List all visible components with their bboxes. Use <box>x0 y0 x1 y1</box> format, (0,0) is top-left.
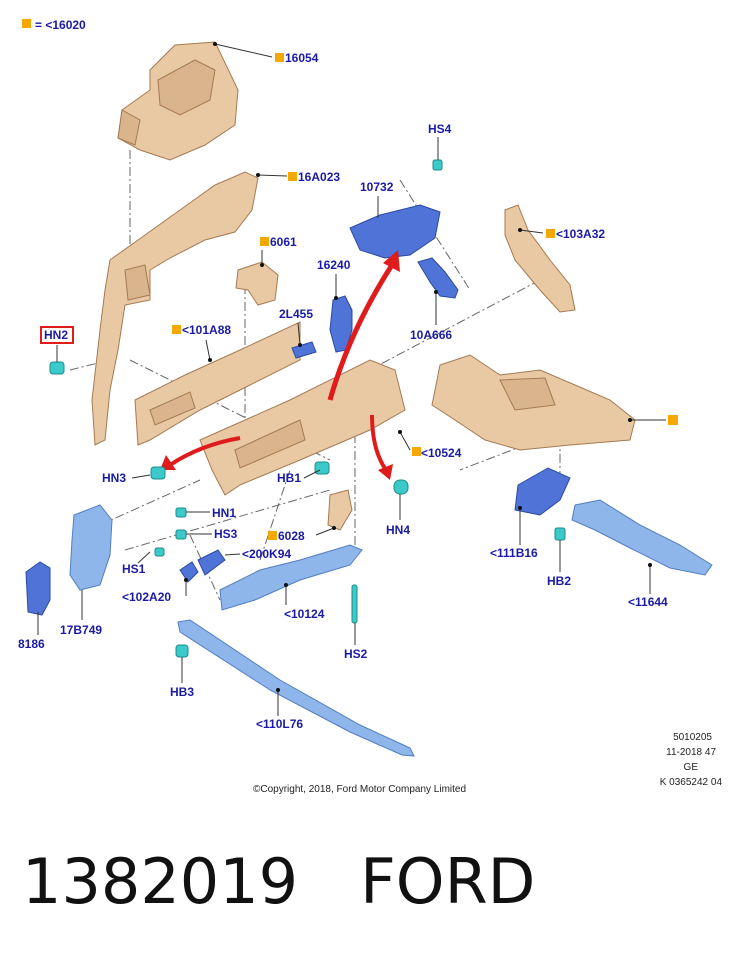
part-16054-shape <box>117 41 239 161</box>
callout-HB1[interactable]: HB1 <box>277 471 301 485</box>
leader-dots <box>184 42 652 692</box>
part-2L455-shape <box>291 341 317 359</box>
copyright-text: ©Copyright, 2018, Ford Motor Company Lim… <box>253 784 466 795</box>
part-center-rail-shape <box>199 359 406 496</box>
callout-HB2[interactable]: HB2 <box>547 574 571 588</box>
part-11644-shape <box>571 499 713 576</box>
callout-10732[interactable]: 10732 <box>360 180 394 194</box>
callout-10A666[interactable]: 10A666 <box>410 328 452 342</box>
part-110L76-shape <box>177 619 415 757</box>
callout-16240[interactable]: 16240 <box>317 258 351 272</box>
leader-lines <box>37 43 666 716</box>
part-10732-shape <box>349 204 441 259</box>
svg-text:5010205: 5010205 <box>673 732 712 743</box>
hn2-highlight-box <box>40 326 74 344</box>
part-8186-shape <box>25 561 51 616</box>
svg-text:11-2018 47: 11-2018 47 <box>666 747 716 758</box>
callout-HS2[interactable]: HS2 <box>344 647 368 661</box>
legend-square <box>22 19 31 28</box>
callout-HN4[interactable]: HN4 <box>386 523 410 537</box>
callout-6028[interactable]: 6028 <box>278 529 305 543</box>
callout-10524[interactable]: <10524 <box>421 446 462 460</box>
callout-10124[interactable]: <10124 <box>284 607 325 621</box>
part-6028-shape <box>327 489 353 531</box>
callout-110L76[interactable]: <110L76 <box>256 717 303 731</box>
part-10124-shape <box>219 544 363 611</box>
callout-111B16[interactable]: <111B16 <box>490 546 538 560</box>
legend-text: = <16020 <box>35 18 86 32</box>
exploded-parts-diagram: = <16020 <box>18 18 723 795</box>
callout-8186[interactable]: 8186 <box>18 637 45 651</box>
callout-17B749[interactable]: 17B749 <box>60 623 102 637</box>
part-111B16-shape <box>514 467 571 516</box>
callout-HS1[interactable]: HS1 <box>122 562 146 576</box>
part-200K94-shape <box>197 549 226 576</box>
callout-103A32[interactable]: <103A32 <box>556 227 605 241</box>
part-number: 1382019 <box>22 845 299 918</box>
brand-name: FORD <box>360 845 536 918</box>
part-16A023-shape <box>91 171 259 446</box>
part-6061-shape <box>235 261 279 306</box>
callout-labels: 16054 16A023 6061 <101A88 HN2 HS4 10732 … <box>18 51 668 731</box>
callout-HS3[interactable]: HS3 <box>214 527 238 541</box>
callout-200K94[interactable]: <200K94 <box>242 547 291 561</box>
callout-6061[interactable]: 6061 <box>270 235 297 249</box>
svg-text:K 0365242 04: K 0365242 04 <box>660 777 723 788</box>
part-17B749-shape <box>69 504 113 591</box>
callout-16A023[interactable]: 16A023 <box>298 170 340 184</box>
callout-HN3[interactable]: HN3 <box>102 471 126 485</box>
callout-102A20[interactable]: <102A20 <box>122 590 171 604</box>
motion-arrows <box>160 250 400 480</box>
callout-101A88[interactable]: <101A88 <box>182 323 231 337</box>
callout-16054[interactable]: 16054 <box>285 51 319 65</box>
footer-caption: 1382019 FORD <box>22 842 535 922</box>
callout-2L455[interactable]: 2L455 <box>279 307 313 321</box>
callout-HN2[interactable]: HN2 <box>44 328 68 342</box>
part-right-wheelhouse-shape <box>431 354 636 451</box>
info-block: 5010205 11-2018 47 GE K 0365242 04 <box>660 732 723 788</box>
callout-HB3[interactable]: HB3 <box>170 685 194 699</box>
callout-11644[interactable]: <11644 <box>628 595 668 609</box>
part-102A20-shape <box>179 561 199 583</box>
callout-squares <box>172 53 678 540</box>
part-103A32-shape <box>504 204 576 313</box>
part-10A666-shape <box>417 257 459 299</box>
svg-text:GE: GE <box>684 762 699 773</box>
callout-HN1[interactable]: HN1 <box>212 506 236 520</box>
callout-HS4[interactable]: HS4 <box>428 122 452 136</box>
part-101A88-shape <box>134 321 301 446</box>
